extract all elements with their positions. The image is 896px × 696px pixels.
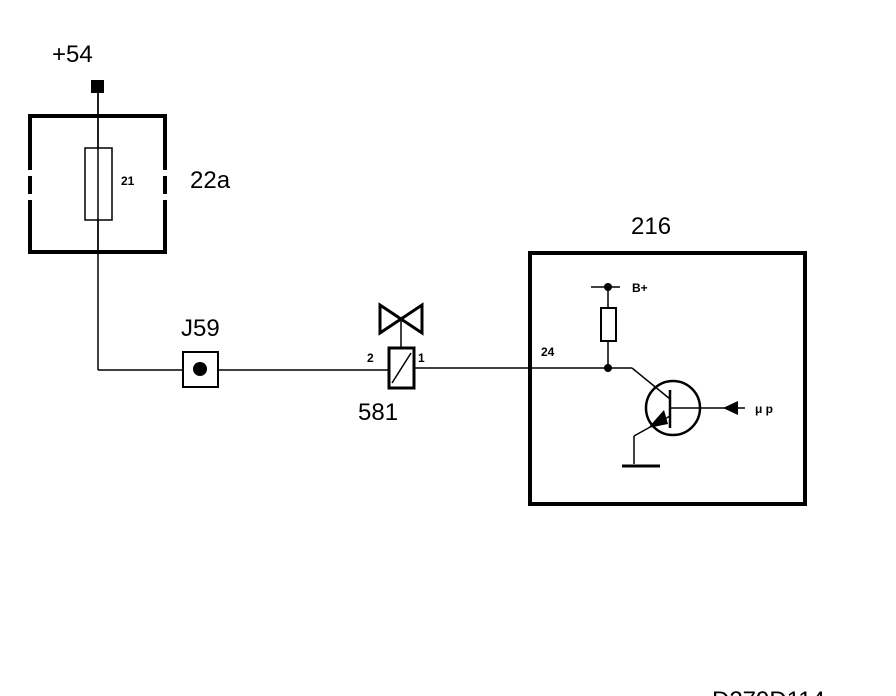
- transistor-symbol: [611, 367, 745, 468]
- valve-symbol: [378, 302, 424, 348]
- valve-label: 581: [358, 399, 398, 426]
- input-node: [604, 364, 612, 372]
- junction-dot: [193, 362, 207, 376]
- valve-pin-right: 1: [418, 351, 425, 365]
- fuse-label: 21: [121, 174, 135, 188]
- bplus-label: B+: [632, 281, 648, 295]
- supply-label: +54: [52, 41, 93, 68]
- control-unit-box: [528, 251, 807, 506]
- valve-pin-left: 2: [367, 351, 374, 365]
- control-unit-pin: 24: [541, 345, 555, 359]
- valve-coil-slash: [391, 352, 412, 384]
- fuse-box-label: 22a: [190, 167, 231, 194]
- pullup-resistor: [600, 307, 617, 342]
- signal-label: μ p: [755, 402, 773, 416]
- drawing-code: D279D114: [712, 687, 825, 696]
- control-unit-label: 216: [631, 213, 671, 240]
- supply-terminal: [91, 80, 104, 93]
- junction-label: J59: [181, 315, 220, 342]
